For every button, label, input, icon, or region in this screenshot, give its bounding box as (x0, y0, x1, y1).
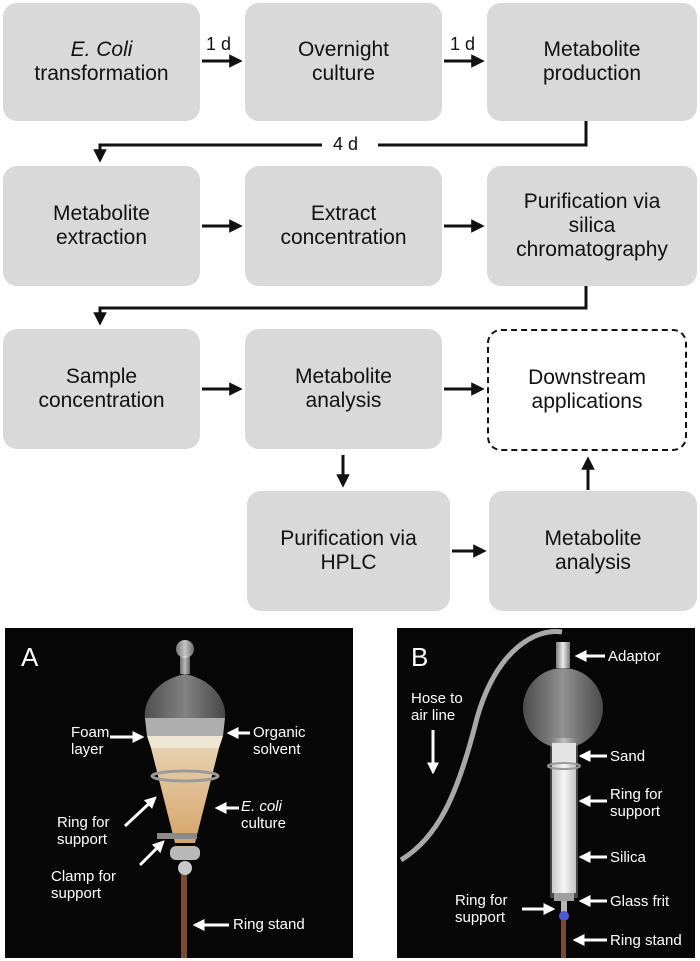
box-extract-concentration: Extract concentration (245, 166, 442, 286)
callout-organic-solvent-line2: solvent (253, 741, 301, 758)
box-purification-silica-line2: silica (568, 214, 616, 237)
box-purification-silica-line1: Purification via (523, 190, 661, 213)
air-hose (399, 629, 563, 863)
foam-layer (147, 736, 223, 748)
box-sample-concentration: Sample concentration (3, 329, 200, 449)
silica-layer (552, 763, 576, 893)
photo-panel-a: A Organic solvent Foam layer E. coli cul… (5, 628, 353, 958)
photo-panel-b: B Adaptor Hose to air line Sand Ring for… (397, 628, 695, 958)
panel-a-letter: A (21, 642, 39, 672)
box-sample-concentration-line2: concentration (38, 389, 165, 412)
box-downstream-applications-line1: Downstream (528, 366, 646, 389)
callout-silica: Silica (610, 849, 646, 866)
clamp (157, 833, 197, 839)
callout-sand: Sand (610, 748, 646, 765)
box-ecoli-transformation: E. Coli transformation (3, 3, 200, 121)
callout-ring-support-right-line2: support (610, 803, 661, 820)
arrow-row2-row3 (93, 286, 588, 326)
blue-clip (559, 911, 569, 921)
ring-stand-rod (181, 863, 187, 958)
box-extract-concentration-line2: concentration (280, 226, 407, 249)
arrow-clamp-support (138, 840, 165, 867)
ring-stand-rod-b (561, 920, 566, 958)
box-purification-silica-line3: chromatography (516, 238, 668, 261)
culture-cone (151, 748, 219, 843)
box-metabolite-production-line2: production (542, 62, 642, 85)
support-ring (150, 769, 220, 783)
box-metabolite-extraction-line1: Metabolite (53, 202, 150, 225)
callout-ring-stand-b: Ring stand (610, 932, 682, 949)
callout-ring-support-right-line1: Ring for (610, 786, 663, 803)
callout-ring-stand-a: Ring stand (233, 916, 305, 933)
reservoir-bulb (523, 668, 603, 748)
sand-layer (552, 743, 576, 763)
box-overnight-culture: Overnight culture (245, 3, 442, 121)
glass-frit (554, 893, 574, 901)
box-metabolite-analysis-2-line1: Metabolite (544, 527, 642, 550)
label-1d-second: 1 d (450, 34, 476, 54)
callout-ecoli-culture: E. coli culture (241, 798, 286, 832)
separatory-funnel-illustration (110, 640, 250, 958)
box-sample-concentration-line1: Sample (65, 365, 138, 388)
arrow-row1-row2 (378, 121, 588, 147)
callout-ring-support-line1: Ring for (57, 814, 110, 831)
callout-clamp-support-line2: support (51, 885, 102, 902)
box-overnight-culture-line1: Overnight (297, 38, 390, 61)
callout-ring-support-left-line2: support (455, 909, 506, 926)
callout-ring-support-left-line1: Ring for (455, 892, 508, 909)
box-metabolite-analysis: Metabolite analysis (245, 329, 442, 449)
callout-hose-line2: air line (411, 707, 456, 724)
callout-clamp-support: Clamp for support (51, 868, 116, 902)
callout-organic-solvent-line1: Organic (253, 724, 306, 741)
label-4d: 4 d (333, 134, 359, 154)
callout-foam-layer: Foam layer (71, 724, 109, 758)
callout-hose-line1: Hose to (411, 690, 463, 707)
arrow-ring-support (123, 796, 157, 828)
callout-organic-solvent: Organic solvent (253, 724, 306, 758)
organic-solvent-layer (145, 718, 225, 736)
callout-glass-frit: Glass frit (610, 893, 670, 910)
label-1d-first: 1 d (206, 34, 232, 54)
box-purification-hplc: Purification via HPLC (247, 491, 450, 611)
box-metabolite-analysis-line2: analysis (305, 389, 382, 412)
box-metabolite-analysis-line1: Metabolite (295, 365, 392, 388)
flowchart-arrows (93, 54, 595, 558)
box-purification-silica: Purification via silica chromatography (487, 166, 697, 286)
callout-foam-layer-line2: layer (71, 741, 104, 758)
box-metabolite-production-line1: Metabolite (543, 38, 641, 61)
adaptor (556, 642, 570, 668)
callout-ecoli-culture-line1: E. coli (241, 798, 282, 815)
box-purification-hplc-line2: HPLC (320, 551, 377, 574)
box-downstream-applications: Downstream applications (487, 329, 687, 451)
callout-clamp-support-line1: Clamp for (51, 868, 117, 885)
box-purification-hplc-line1: Purification via (280, 527, 417, 550)
stopper (176, 640, 194, 658)
funnel-upper-bulb (144, 674, 226, 718)
box-downstream-applications-line2: applications (531, 390, 643, 413)
callout-ring-support-line2: support (57, 831, 108, 848)
panel-b-letter: B (411, 642, 429, 672)
box-metabolite-analysis-2: Metabolite analysis (489, 491, 697, 611)
box-metabolite-extraction-line2: extraction (55, 226, 148, 249)
callout-ring-support-right: Ring for support (610, 786, 663, 820)
box-extract-concentration-line1: Extract (310, 202, 377, 225)
support-ring-upper (547, 762, 581, 770)
callout-ring-support-left: Ring for support (455, 892, 508, 926)
callout-hose: Hose to air line (411, 690, 463, 724)
box-metabolite-analysis-2-line2: analysis (555, 551, 631, 574)
callout-adaptor: Adaptor (608, 648, 661, 665)
callout-foam-layer-line1: Foam (71, 724, 110, 741)
stopcock (170, 846, 200, 860)
box-metabolite-production: Metabolite production (487, 3, 697, 121)
callout-ecoli-culture-line2: culture (241, 815, 287, 832)
box-ecoli-transformation-line1: E. Coli (70, 38, 133, 61)
box-ecoli-transformation-line2: transformation (34, 62, 169, 85)
callout-ring-support: Ring for support (57, 814, 110, 848)
chromatography-column-illustration (399, 629, 607, 958)
box-overnight-culture-line2: culture (311, 62, 375, 85)
box-metabolite-extraction: Metabolite extraction (3, 166, 200, 286)
